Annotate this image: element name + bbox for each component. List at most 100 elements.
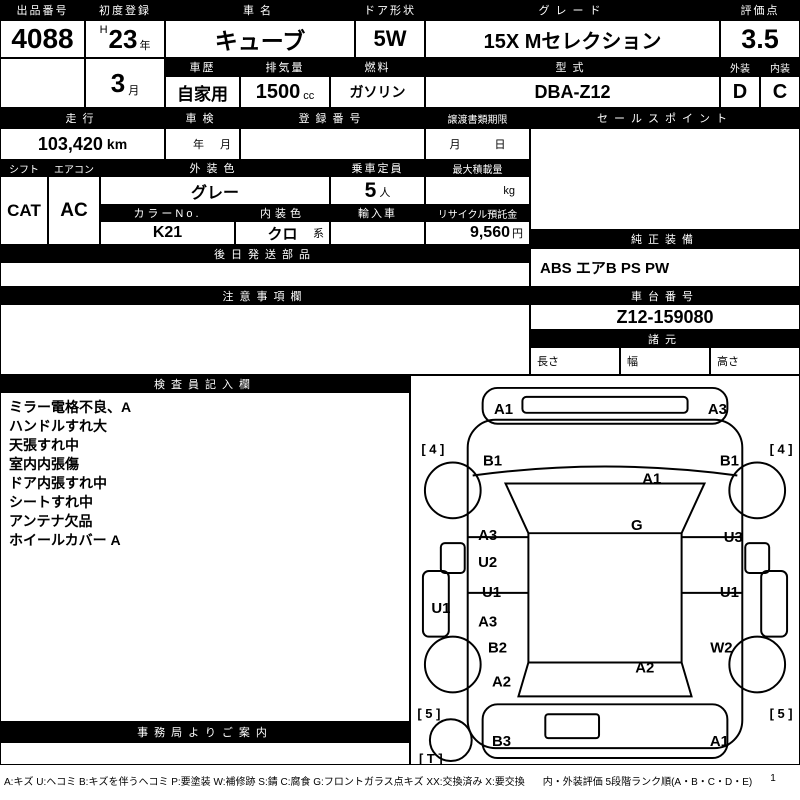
damage-code: B1 xyxy=(720,453,739,470)
wheel-front-left xyxy=(423,461,482,520)
int-color-label: 内装色 xyxy=(235,205,330,221)
ext-color-label: 外装色 xyxy=(100,160,330,176)
damage-code: U3 xyxy=(724,529,743,546)
car-damage-diagram: A1 A3 [ 4 ] B1 B1 [ 4 ] A1 A3 U2 G U3 U1… xyxy=(417,386,793,764)
interior-label: 内装 xyxy=(760,58,800,76)
capacity-number: 5 xyxy=(364,178,377,202)
equipment-value: ABS エアB PS PW xyxy=(530,248,800,287)
score-value: 3.5 xyxy=(720,20,800,58)
roof-lines xyxy=(527,533,683,663)
inspection-month-suffix: 月 xyxy=(220,139,231,151)
damage-code: U1 xyxy=(720,584,739,601)
recycle-unit: 円 xyxy=(512,228,523,240)
grade-label: グレード xyxy=(425,0,720,20)
office-label: 事務局よりご案内 xyxy=(0,722,410,742)
later-parts-box xyxy=(0,262,530,287)
damage-code: U1 xyxy=(431,600,450,617)
inspector-note-line: シートすれ中 xyxy=(9,494,93,510)
max-load-unit: kg xyxy=(503,184,515,197)
recycle-label: リサイクル預託金 xyxy=(425,205,530,221)
inspector-note-line: ミラー電格不良、A xyxy=(9,399,132,415)
exterior-label: 外装 xyxy=(720,58,760,76)
damage-code: B1 xyxy=(483,453,502,470)
right-sill xyxy=(760,570,789,638)
spare-tire-label: [ T ] xyxy=(419,751,443,764)
inspector-note-line: 室内内張傷 xyxy=(9,456,79,472)
era-prefix: H xyxy=(99,24,108,36)
aircon-label: エアコン xyxy=(48,160,100,176)
front-bumper xyxy=(481,386,729,425)
capacity-unit: 人 xyxy=(379,187,391,199)
caution-label: 注意事項欄 xyxy=(0,287,530,304)
door-shape-label: ドア形状 xyxy=(355,0,425,20)
damage-code: U1 xyxy=(482,584,501,601)
chassis-value: Z12-159080 xyxy=(530,304,800,330)
wheel-rear-right xyxy=(728,635,787,694)
wheel-rear-left xyxy=(423,635,482,694)
damage-code: W2 xyxy=(710,640,732,657)
recycle-value: 9,560 円 xyxy=(425,221,530,245)
ext-color-value: グレー xyxy=(100,176,330,205)
wheel-front-right xyxy=(728,461,787,520)
transfer-deadline-value: 月 日 xyxy=(425,128,530,160)
damage-code: A1 xyxy=(642,470,661,487)
int-color-suffix: 系 xyxy=(313,228,324,240)
equipment-label: 純正装備 xyxy=(530,230,800,248)
rear-license-plate xyxy=(544,713,601,740)
mileage-value: 103,420 km xyxy=(0,128,165,160)
damage-code: A2 xyxy=(635,659,654,676)
model-value: DBA-Z12 xyxy=(425,76,720,108)
import-value xyxy=(330,221,425,245)
fuel-value: ガソリン xyxy=(330,76,425,108)
damage-code: A3 xyxy=(708,401,727,418)
interior-grade: C xyxy=(760,76,800,108)
tire-depth-label: [ 4 ] xyxy=(421,442,444,457)
month-suffix: 月 xyxy=(128,85,140,97)
inspector-note-line: 天張すれ中 xyxy=(9,437,79,453)
inspection-label: 車検 xyxy=(165,108,240,128)
legend-rank: 内・外装評価 5段階ランク順(A・B・C・D・E) xyxy=(542,777,753,788)
color-no-label: カラーNo. xyxy=(100,205,235,221)
reg-no-value xyxy=(240,128,425,160)
damage-code: A1 xyxy=(710,733,729,750)
length-label: 長さ xyxy=(537,356,559,368)
auction-no-value: 4088 xyxy=(0,20,85,58)
reg-month: 3 xyxy=(110,68,126,98)
mileage-label: 走行 xyxy=(0,108,165,128)
displacement-value: 1500 cc xyxy=(240,76,330,108)
tire-depth-label: [ 5 ] xyxy=(417,706,440,721)
inspector-note-line: ハンドルすれ大 xyxy=(9,418,107,434)
shift-label: シフト xyxy=(0,160,48,176)
spare-tire xyxy=(428,718,473,763)
damage-codes: A1 A3 [ 4 ] B1 B1 [ 4 ] A1 A3 U2 G U3 U1… xyxy=(417,401,792,764)
damage-diagram-box: A1 A3 [ 4 ] B1 B1 [ 4 ] A1 A3 U2 G U3 U1… xyxy=(410,375,800,765)
grade-value: 15X Mセレクション xyxy=(425,20,720,58)
first-reg-label: 初度登録 xyxy=(85,0,165,20)
inspector-note-line: アンテナ欠品 xyxy=(9,513,93,529)
reg-year: 23 xyxy=(108,24,138,54)
mileage-number: 103,420 xyxy=(37,133,103,154)
first-reg-month-value: 3 月 xyxy=(85,58,165,108)
chassis-label: 車台番号 xyxy=(530,287,800,304)
import-label: 輸入車 xyxy=(330,205,425,221)
capacity-value: 5 人 xyxy=(330,176,425,205)
displacement-label: 排気量 xyxy=(240,58,330,76)
model-label: 型式 xyxy=(425,58,720,76)
max-load-value: kg xyxy=(425,176,530,205)
history-value: 自家用 xyxy=(165,76,240,108)
year-suffix: 年 xyxy=(139,40,151,52)
int-color-text: クロ xyxy=(267,225,298,243)
damage-code: A3 xyxy=(478,614,497,631)
inspector-note-line: ドア内張すれ中 xyxy=(9,475,107,491)
door-lines xyxy=(467,536,743,594)
inspector-title: 検査員記入欄 xyxy=(0,375,410,392)
reg-no-label: 登録番号 xyxy=(240,108,425,128)
shift-value: CAT xyxy=(0,176,48,245)
page-number: 1 xyxy=(770,773,776,784)
max-load-label: 最大積載量 xyxy=(425,160,530,176)
inspector-notes: ミラー電格不良、A ハンドルすれ大 天張すれ中 室内内張傷 ドア内張すれ中 シー… xyxy=(0,392,410,722)
color-no-value: K21 xyxy=(100,221,235,245)
mileage-unit: km xyxy=(106,136,128,152)
damage-code: A3 xyxy=(478,527,497,544)
rear-bumper xyxy=(481,703,729,760)
